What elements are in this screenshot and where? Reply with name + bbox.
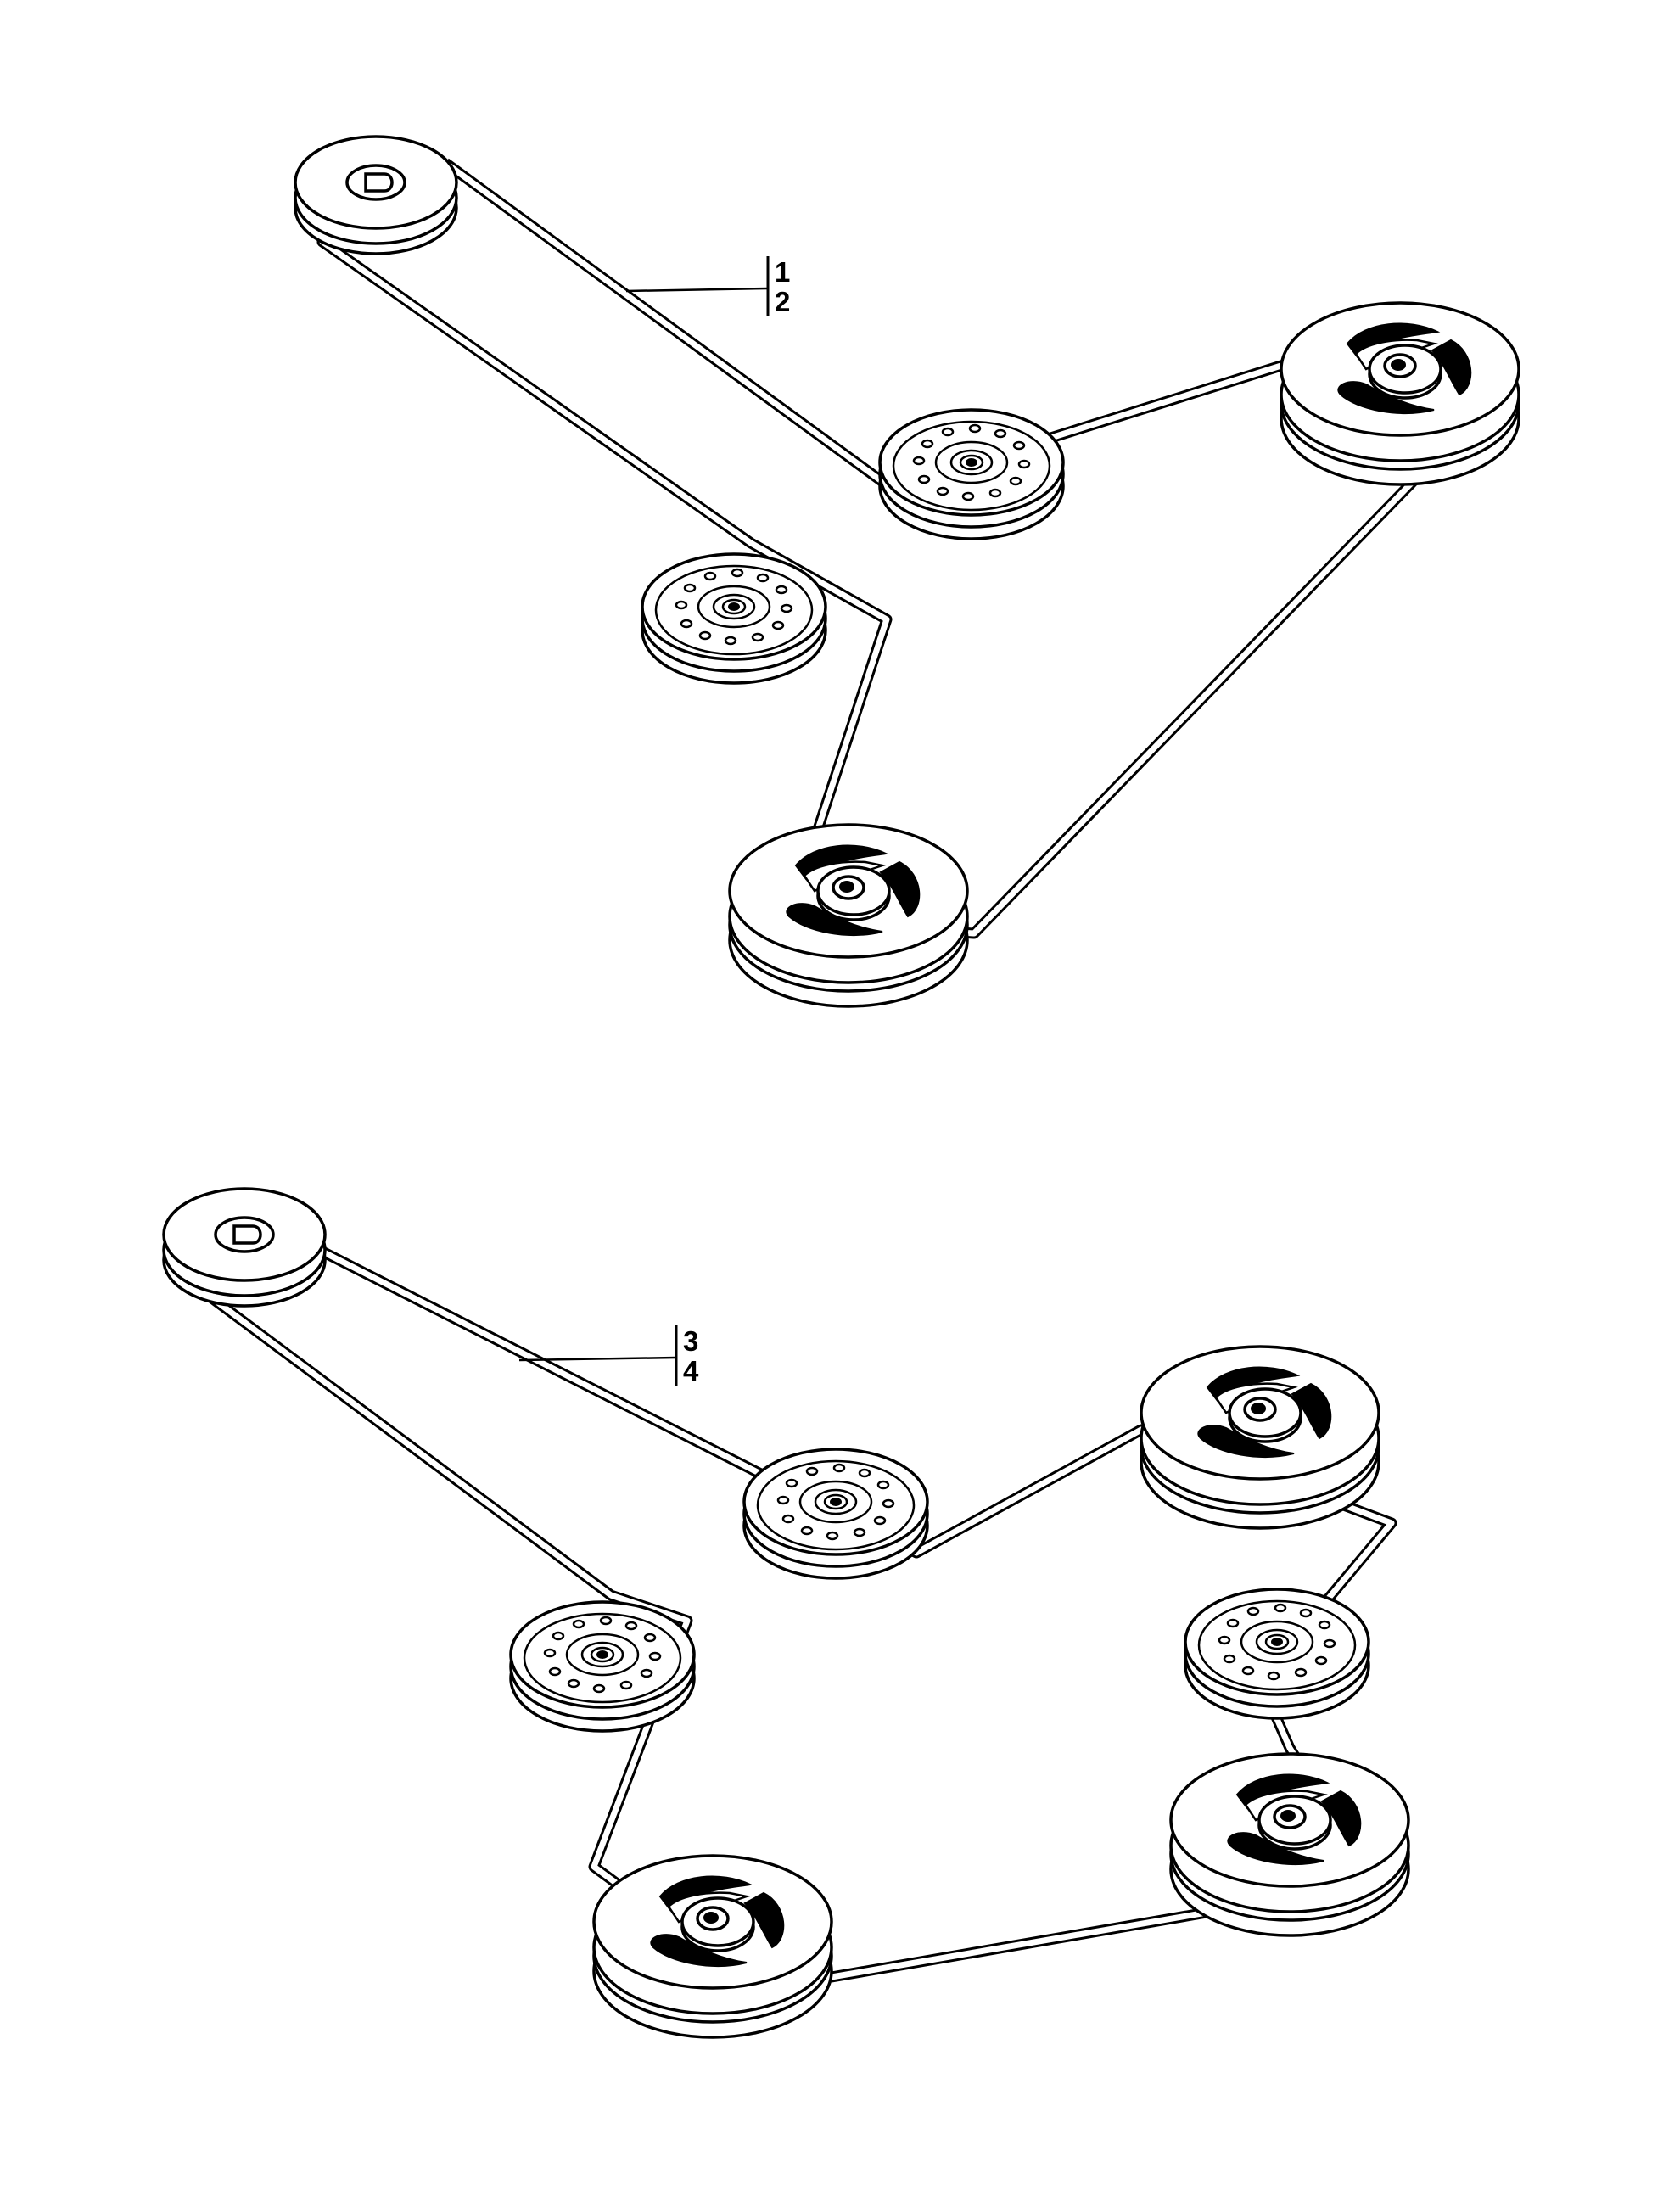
upper-belt-assembly: 1 2: [294, 135, 1520, 1008]
lower-callout-leader: [518, 1356, 677, 1362]
upper-left-idler-pulley-icon: [641, 552, 827, 685]
upper-bottom-spindle-pulley-icon: [728, 823, 969, 1008]
lower-left-idler-pulley-icon: [509, 1600, 696, 1733]
upper-right-spindle-pulley-icon: [1280, 301, 1520, 486]
lower-bottom-right-spindle-pulley-icon: [1169, 1752, 1410, 1937]
lower-right-idler-pulley-icon: [1184, 1588, 1370, 1720]
upper-idler-pulley-icon: [878, 408, 1065, 540]
lower-belt-assembly: 3 4: [162, 1187, 1410, 2039]
callout-1: 1: [775, 256, 790, 288]
upper-belt: [316, 158, 1499, 939]
upper-callout-leader: [625, 287, 769, 293]
lower-bottom-left-spindle-pulley-icon: [592, 1854, 833, 2039]
lower-right-spindle-pulley-icon: [1140, 1345, 1380, 1530]
lower-center-idler-pulley-icon: [742, 1448, 929, 1580]
lower-drive-pulley-icon: [162, 1187, 327, 1308]
callout-3: 3: [683, 1325, 698, 1357]
callout-4: 4: [683, 1355, 699, 1386]
callout-2: 2: [775, 286, 790, 317]
upper-drive-pulley-icon: [294, 135, 458, 255]
